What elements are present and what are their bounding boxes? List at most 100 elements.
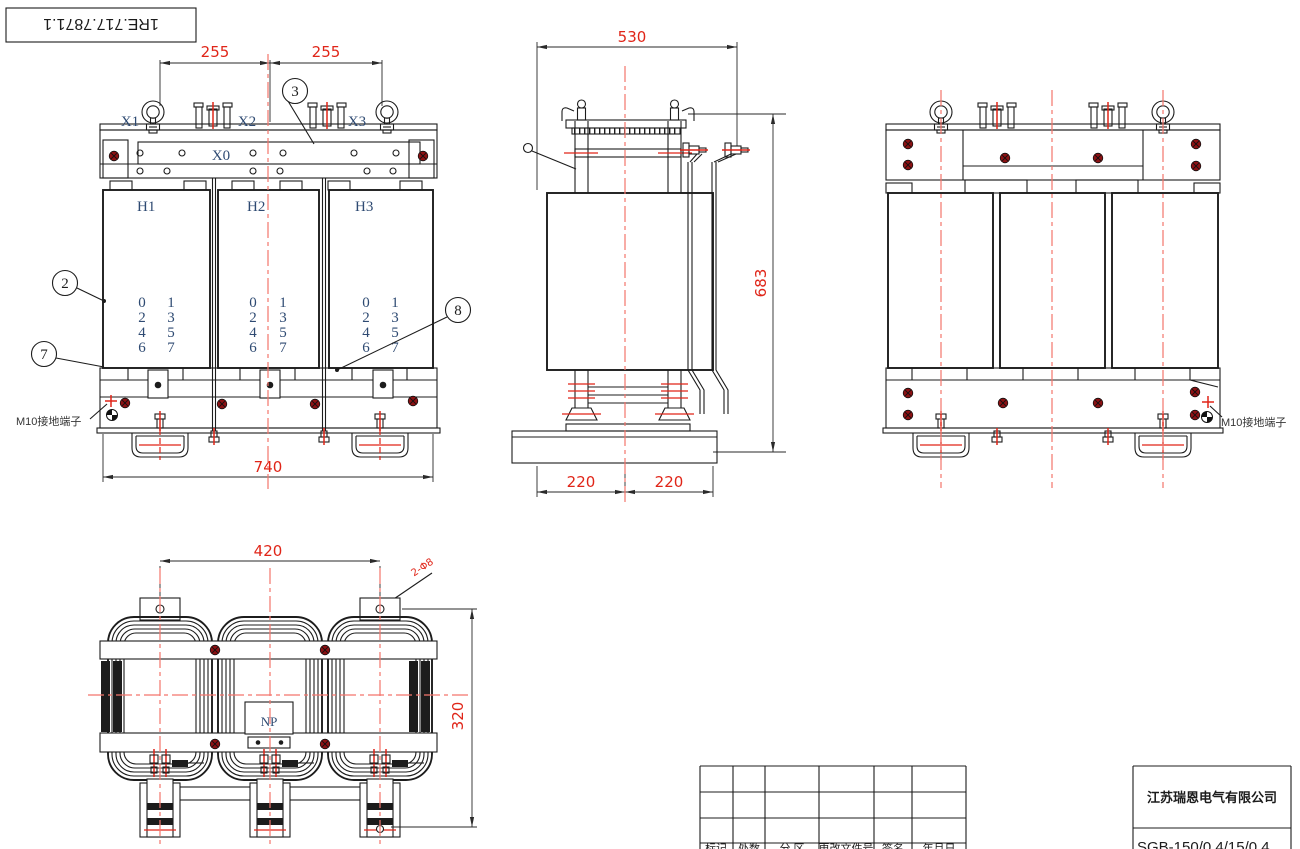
- terminal-label-x1: X1: [121, 114, 139, 130]
- tap-number: 2: [138, 310, 146, 326]
- coil-terminals: [149, 749, 424, 777]
- tie-rod-nut: [1102, 427, 1114, 446]
- busbar-terminal: [721, 142, 751, 158]
- bolt: [216, 398, 228, 410]
- nameplate-bracket: [247, 736, 291, 749]
- callouts: 3 2 7 8: [30, 77, 472, 372]
- callout-balloon: [444, 296, 472, 324]
- tap-number: 5: [279, 325, 287, 341]
- tap-number: 6: [362, 340, 370, 356]
- bolt: [309, 398, 321, 410]
- coil-body-side: [546, 192, 714, 371]
- rev-header-count: 处数: [738, 842, 760, 849]
- bolt: [1092, 152, 1104, 164]
- tap-number: 7: [279, 340, 287, 356]
- tie-rod-nut: [208, 427, 220, 446]
- terminal-clamp: [307, 101, 347, 130]
- ground-symbol: [106, 409, 118, 421]
- tap-number: 2: [249, 310, 257, 326]
- leader-line: [89, 403, 108, 420]
- roller-foot: [351, 428, 409, 461]
- dim-foot-left-text: 220: [567, 473, 596, 491]
- nameplate: [244, 701, 294, 735]
- callout-7-number: 7: [40, 347, 48, 363]
- ground-symbol: [1201, 411, 1213, 423]
- dim-side-depth: 530: [536, 28, 738, 190]
- dim-lifting-holes-text: 2-Φ8: [409, 557, 435, 579]
- tap-number: 1: [167, 295, 175, 311]
- tap-number: 6: [249, 340, 257, 356]
- base-plinth: [511, 430, 718, 464]
- rev-header-zone: 分 区: [779, 842, 804, 849]
- callout-balloon: [51, 269, 79, 297]
- roller-foot: [131, 428, 189, 461]
- winding-label-h1: H1: [137, 199, 155, 215]
- ground-terminal-label-front: M10接地端子: [16, 415, 81, 428]
- tie-rod-nut: [318, 427, 330, 446]
- dim-top-depth-text: 320: [449, 702, 467, 731]
- tap-number: 7: [391, 340, 399, 356]
- tap-number: 3: [391, 310, 399, 326]
- bolt: [999, 152, 1011, 164]
- callout-8-number: 8: [454, 303, 462, 319]
- core-lamination: [409, 661, 418, 732]
- coil-window-h1: [102, 189, 211, 369]
- bolt: [407, 395, 419, 407]
- callout-balloon: [30, 340, 58, 368]
- bolt: [997, 397, 1009, 409]
- terminal-label-x2: X2: [238, 114, 256, 130]
- side-view: 530 683: [511, 28, 786, 502]
- tap-number: 4: [362, 325, 370, 341]
- leader-line: [531, 150, 577, 170]
- core-limb: [1111, 192, 1219, 369]
- dim-front-pitch-right: 255: [312, 43, 341, 61]
- tap-grid: 0 1 2 3 4 5 6 7 0 1 2 3 4 5 6 7 0 1 2 3 …: [138, 295, 399, 356]
- bolt: [902, 159, 914, 171]
- rev-header-doc-no: 更改文件号: [819, 841, 874, 849]
- foot-bolt: [374, 410, 386, 432]
- bolt: [902, 138, 914, 150]
- dim-front-width: 740: [102, 434, 434, 482]
- tie-rod-nut: [991, 427, 1003, 446]
- base-channel: [882, 427, 1224, 434]
- ground-terminal-mark: [1201, 395, 1215, 409]
- tap-number: 4: [138, 325, 146, 341]
- terminal-clamp: [977, 101, 1017, 130]
- terminal-clamp: [1088, 101, 1128, 130]
- bolt: [209, 644, 221, 656]
- doc-number-tag: 1RE.717.7871.1: [5, 7, 197, 43]
- revision-table: 标记 处数 分 区 更改文件号 签名 年月日: [699, 765, 967, 849]
- leader-line: [1209, 405, 1223, 418]
- core-lamination: [421, 661, 430, 732]
- lower-clamp-structure: [562, 370, 694, 432]
- dim-top-depth: 320: [391, 608, 477, 828]
- bolt: [417, 150, 429, 162]
- bolt: [1189, 409, 1201, 421]
- lifting-eyebolt: [375, 100, 399, 134]
- tap-number: 0: [249, 295, 257, 311]
- tap-number: 0: [138, 295, 146, 311]
- dim-side-height-text: 683: [752, 269, 770, 298]
- foot-bolt: [154, 410, 166, 432]
- bolt: [1190, 160, 1202, 172]
- product-model: SGB-150/0.4/15/0.4: [1137, 839, 1270, 849]
- dim-front-pitch-left: 255: [201, 43, 230, 61]
- bolt: [902, 409, 914, 421]
- rev-header-signature: 签名: [882, 841, 904, 849]
- busbar-terminal: [679, 142, 709, 158]
- dim-side-depth-text: 530: [618, 28, 647, 46]
- ground-terminal-label-rear: M10接地端子: [1221, 416, 1286, 429]
- lower-clamp-band: [99, 367, 438, 429]
- clamp-beam-top: [99, 640, 438, 660]
- callout-2-number: 2: [61, 276, 69, 292]
- tap-number: 5: [167, 325, 175, 341]
- tap-number: 5: [391, 325, 399, 341]
- rev-header-date: 年月日: [923, 841, 956, 849]
- bolt: [1190, 138, 1202, 150]
- terminal-label-x0: X0: [212, 148, 230, 164]
- rev-header-mark: 标记: [705, 841, 727, 849]
- doc-number-text: 1RE.717.7871.1: [43, 15, 159, 32]
- core-lamination: [101, 661, 110, 732]
- nameplate-label: NP: [261, 714, 278, 729]
